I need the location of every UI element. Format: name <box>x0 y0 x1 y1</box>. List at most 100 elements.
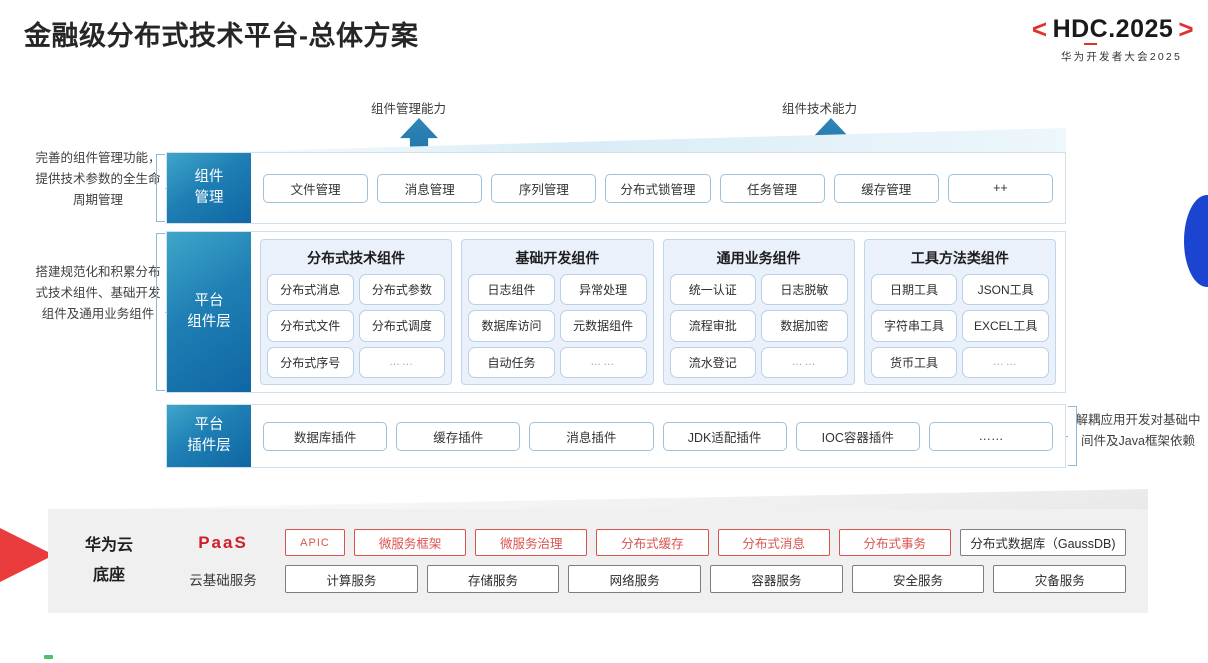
band-component-management: 组件 管理 文件管理 消息管理 序列管理 分布式锁管理 任务管理 缓存管理 ++ <box>166 152 1066 224</box>
cell-data-encryption[interactable]: 数据加密 <box>761 310 848 342</box>
pill-network-service[interactable]: 网络服务 <box>568 565 702 593</box>
chip-task-management[interactable]: 任务管理 <box>719 173 825 203</box>
band-label-line2: 插件层 <box>187 438 231 454</box>
cell-distributed-file[interactable]: 分布式文件 <box>267 310 354 342</box>
pill-security-service[interactable]: 安全服务 <box>851 565 985 593</box>
cell-database-access[interactable]: 数据库访问 <box>468 310 555 342</box>
cell-process-approval[interactable]: 流程审批 <box>669 310 757 342</box>
chip-sequence-management[interactable]: 序列管理 <box>491 173 597 203</box>
cell-more[interactable]: …… <box>559 346 647 378</box>
bracket-platform-plugin <box>1063 406 1077 466</box>
pill-distributed-transaction[interactable]: 分布式事务 <box>838 529 951 556</box>
chip-add-more[interactable]: ++ <box>947 173 1053 203</box>
group-grid: 日期工具 JSON工具 字符串工具 EXCEL工具 货币工具 …… <box>870 274 1049 378</box>
bracket-component-management <box>156 154 170 222</box>
band-label-line2: 组件层 <box>187 314 231 330</box>
chip-message-management[interactable]: 消息管理 <box>377 173 483 203</box>
chip-database-plugin[interactable]: 数据库插件 <box>263 421 388 451</box>
band-label-line1: 组件 <box>194 169 224 185</box>
chip-distributed-lock-management[interactable]: 分布式锁管理 <box>605 173 711 203</box>
chip-file-management[interactable]: 文件管理 <box>263 173 369 203</box>
cell-distributed-sequence[interactable]: 分布式序号 <box>267 346 354 378</box>
logo-bracket-right-icon: > <box>1178 14 1194 44</box>
group-grid: 日志组件 异常处理 数据库访问 元数据组件 自动任务 …… <box>468 274 647 378</box>
base-bevel-decoration <box>48 489 1148 509</box>
bracket-platform-component <box>156 233 170 391</box>
cell-transaction-registration[interactable]: 流水登记 <box>669 346 757 378</box>
cell-json-utility[interactable]: JSON工具 <box>962 274 1049 306</box>
cell-more[interactable]: …… <box>358 346 446 378</box>
logo-wordmark: HDC.2025 <box>1052 15 1174 45</box>
group-grid: 统一认证 日志脱敏 流程审批 数据加密 流水登记 …… <box>669 274 848 378</box>
cell-distributed-parameter[interactable]: 分布式参数 <box>358 274 446 306</box>
pill-disaster-recovery-service[interactable]: 灾备服务 <box>993 565 1127 593</box>
pill-microservice-framework[interactable]: 微服务框架 <box>354 529 467 556</box>
side-note-left-2: 搭建规范化和积累分布式技术组件、基础开发组件及通用业务组件 <box>35 265 161 321</box>
group-title: 通用业务组件 <box>716 250 801 266</box>
side-note-right: 解耦应用开发对基础中间件及Java框架依赖 <box>1075 413 1201 448</box>
cell-log-component[interactable]: 日志组件 <box>468 274 555 306</box>
pill-distributed-cache[interactable]: 分布式缓存 <box>596 529 709 556</box>
base-rows: PaaS APIC 微服务框架 微服务治理 分布式缓存 分布式消息 分布式事务 … <box>170 529 1148 593</box>
cell-date-utility[interactable]: 日期工具 <box>870 274 958 306</box>
chip-cache-plugin[interactable]: 缓存插件 <box>396 421 521 451</box>
band-label-component-management: 组件 管理 <box>167 153 251 223</box>
base-huawei-cloud: 华为云 底座 PaaS APIC 微服务框架 微服务治理 分布式缓存 分布式消息… <box>48 509 1148 613</box>
cell-exception-handling[interactable]: 异常处理 <box>559 274 647 306</box>
cell-metadata-component[interactable]: 元数据组件 <box>559 310 647 342</box>
group-title: 基础开发组件 <box>515 250 600 266</box>
chip-more[interactable]: …… <box>928 421 1054 451</box>
cell-more[interactable]: …… <box>962 346 1049 378</box>
cell-automatic-task[interactable]: 自动任务 <box>468 346 555 378</box>
band-label-line1: 平台 <box>194 293 224 309</box>
red-wedge-decoration-icon <box>0 507 54 603</box>
cell-log-masking[interactable]: 日志脱敏 <box>761 274 848 306</box>
band-body-platform-component: 分布式技术组件 分布式消息 分布式参数 分布式文件 分布式调度 分布式序号 ……… <box>251 232 1065 392</box>
base-title-line1: 华为云 <box>84 537 133 554</box>
pill-apic[interactable]: APIC <box>285 529 345 556</box>
chip-cache-management[interactable]: 缓存管理 <box>833 173 939 203</box>
group-general-business-components: 通用业务组件 统一认证 日志脱敏 流程审批 数据加密 流水登记 …… <box>662 239 855 385</box>
group-title: 分布式技术组件 <box>307 250 406 266</box>
group-distributed-technology-components: 分布式技术组件 分布式消息 分布式参数 分布式文件 分布式调度 分布式序号 …… <box>260 239 453 385</box>
band-label-line2: 管理 <box>194 190 224 206</box>
group-grid: 分布式消息 分布式参数 分布式文件 分布式调度 分布式序号 …… <box>267 274 446 378</box>
pill-microservice-governance[interactable]: 微服务治理 <box>475 529 588 556</box>
base-title-line2: 底座 <box>92 567 125 584</box>
base-row-cloud-services: 云基础服务 计算服务 存储服务 网络服务 容器服务 安全服务 灾备服务 <box>170 565 1127 593</box>
chip-message-plugin[interactable]: 消息插件 <box>529 421 654 451</box>
band-label-line1: 平台 <box>194 417 224 433</box>
green-tick-decoration-icon <box>44 655 53 659</box>
logo-bracket-left-icon: < <box>1031 14 1048 44</box>
cell-distributed-schedule[interactable]: 分布式调度 <box>358 310 446 342</box>
cell-string-utility[interactable]: 字符串工具 <box>870 310 958 342</box>
row-tag-cloud-services: 云基础服务 <box>189 573 257 588</box>
band-platform-component-layer: 平台 组件层 分布式技术组件 分布式消息 分布式参数 分布式文件 分布式调度 分… <box>166 231 1066 393</box>
page-title: 金融级分布式技术平台-总体方案 <box>24 21 419 51</box>
top-sheen-decoration <box>166 128 1066 152</box>
cell-more[interactable]: …… <box>761 346 848 378</box>
chip-ioc-container-plugin[interactable]: IOC容器插件 <box>795 421 920 451</box>
group-utility-method-components: 工具方法类组件 日期工具 JSON工具 字符串工具 EXCEL工具 货币工具 …… <box>863 239 1056 385</box>
band-body-component-management: 文件管理 消息管理 序列管理 分布式锁管理 任务管理 缓存管理 ++ <box>251 153 1065 223</box>
band-label-platform-component: 平台 组件层 <box>167 232 251 392</box>
band-label-platform-plugin: 平台 插件层 <box>167 405 251 467</box>
cell-unified-authentication[interactable]: 统一认证 <box>669 274 757 306</box>
base-title: 华为云 底座 <box>48 531 170 591</box>
group-basic-development-components: 基础开发组件 日志组件 异常处理 数据库访问 元数据组件 自动任务 …… <box>461 239 654 385</box>
pill-container-service[interactable]: 容器服务 <box>710 565 843 593</box>
cell-currency-utility[interactable]: 货币工具 <box>870 346 958 378</box>
pill-distributed-database-gaussdb[interactable]: 分布式数据库（GaussDB) <box>959 529 1127 556</box>
cell-excel-utility[interactable]: EXCEL工具 <box>962 310 1049 342</box>
band-platform-plugin-layer: 平台 插件层 数据库插件 缓存插件 消息插件 JDK适配插件 IOC容器插件 …… <box>166 404 1066 468</box>
hdc-logo: < HDC.2025 > 华为开发者大会2025 <box>934 14 1194 64</box>
logo-subtitle: 华为开发者大会2025 <box>1060 51 1182 63</box>
band-body-platform-plugin: 数据库插件 缓存插件 消息插件 JDK适配插件 IOC容器插件 …… <box>251 405 1065 467</box>
side-note-left-1: 完善的组件管理功能，提供技术参数的全生命周期管理 <box>35 151 161 207</box>
cell-distributed-message[interactable]: 分布式消息 <box>267 274 354 306</box>
pill-distributed-message[interactable]: 分布式消息 <box>717 529 830 556</box>
chip-jdk-adapter-plugin[interactable]: JDK适配插件 <box>662 421 787 451</box>
pill-storage-service[interactable]: 存储服务 <box>426 565 560 593</box>
pill-compute-service[interactable]: 计算服务 <box>285 565 418 593</box>
arrow-label-component-management: 组件管理能力 <box>371 102 447 116</box>
